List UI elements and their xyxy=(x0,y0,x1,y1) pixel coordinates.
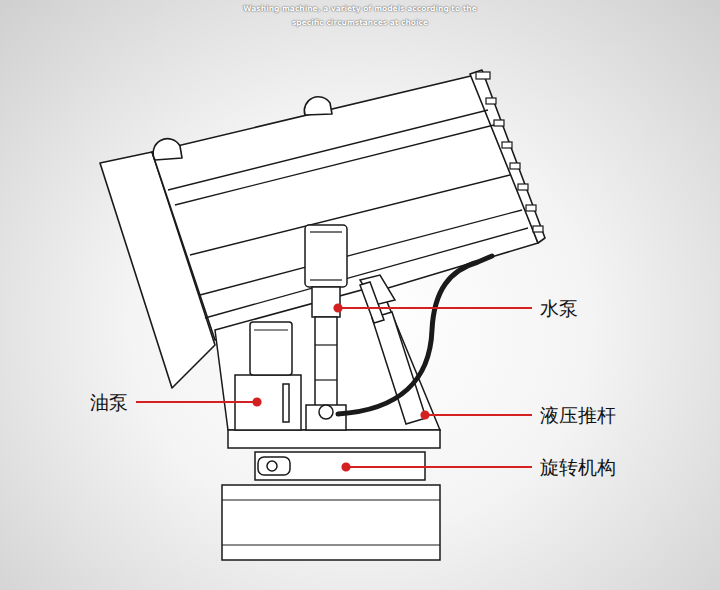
platform xyxy=(228,430,440,448)
part-label: 油泵 xyxy=(90,391,128,414)
part-label: 水泵 xyxy=(540,297,578,320)
gear-motor xyxy=(258,457,290,475)
oil-gauge xyxy=(283,384,289,422)
water-motor xyxy=(305,225,347,287)
water-base xyxy=(306,405,346,430)
piston-rod xyxy=(360,282,384,323)
header-text: Washing machine, a variety of models acc… xyxy=(230,2,490,31)
water-inlet xyxy=(319,405,333,419)
leader-dot xyxy=(335,305,342,312)
barrel-band xyxy=(190,175,510,255)
leader-line xyxy=(346,466,532,468)
leader-line xyxy=(338,307,532,309)
leader-dot xyxy=(422,412,429,419)
water-column xyxy=(315,317,337,407)
leader-line xyxy=(136,401,257,403)
leader-line xyxy=(425,414,532,416)
lifting-lug xyxy=(153,139,182,160)
nozzle-row xyxy=(476,72,543,232)
gear xyxy=(267,461,277,471)
lifting-lug xyxy=(304,97,332,115)
part-label: 液压推杆 xyxy=(540,404,616,427)
water-hose xyxy=(338,256,492,414)
barrel-band xyxy=(175,125,494,205)
leader-dot xyxy=(254,399,261,406)
leader-dot xyxy=(343,464,350,471)
oil-motor xyxy=(250,322,292,375)
part-label: 旋转机构 xyxy=(540,456,616,479)
support-frame xyxy=(215,285,440,430)
barrel-band xyxy=(168,110,488,190)
front-ring xyxy=(470,70,545,243)
water-coupling xyxy=(312,287,340,317)
base xyxy=(222,485,440,560)
